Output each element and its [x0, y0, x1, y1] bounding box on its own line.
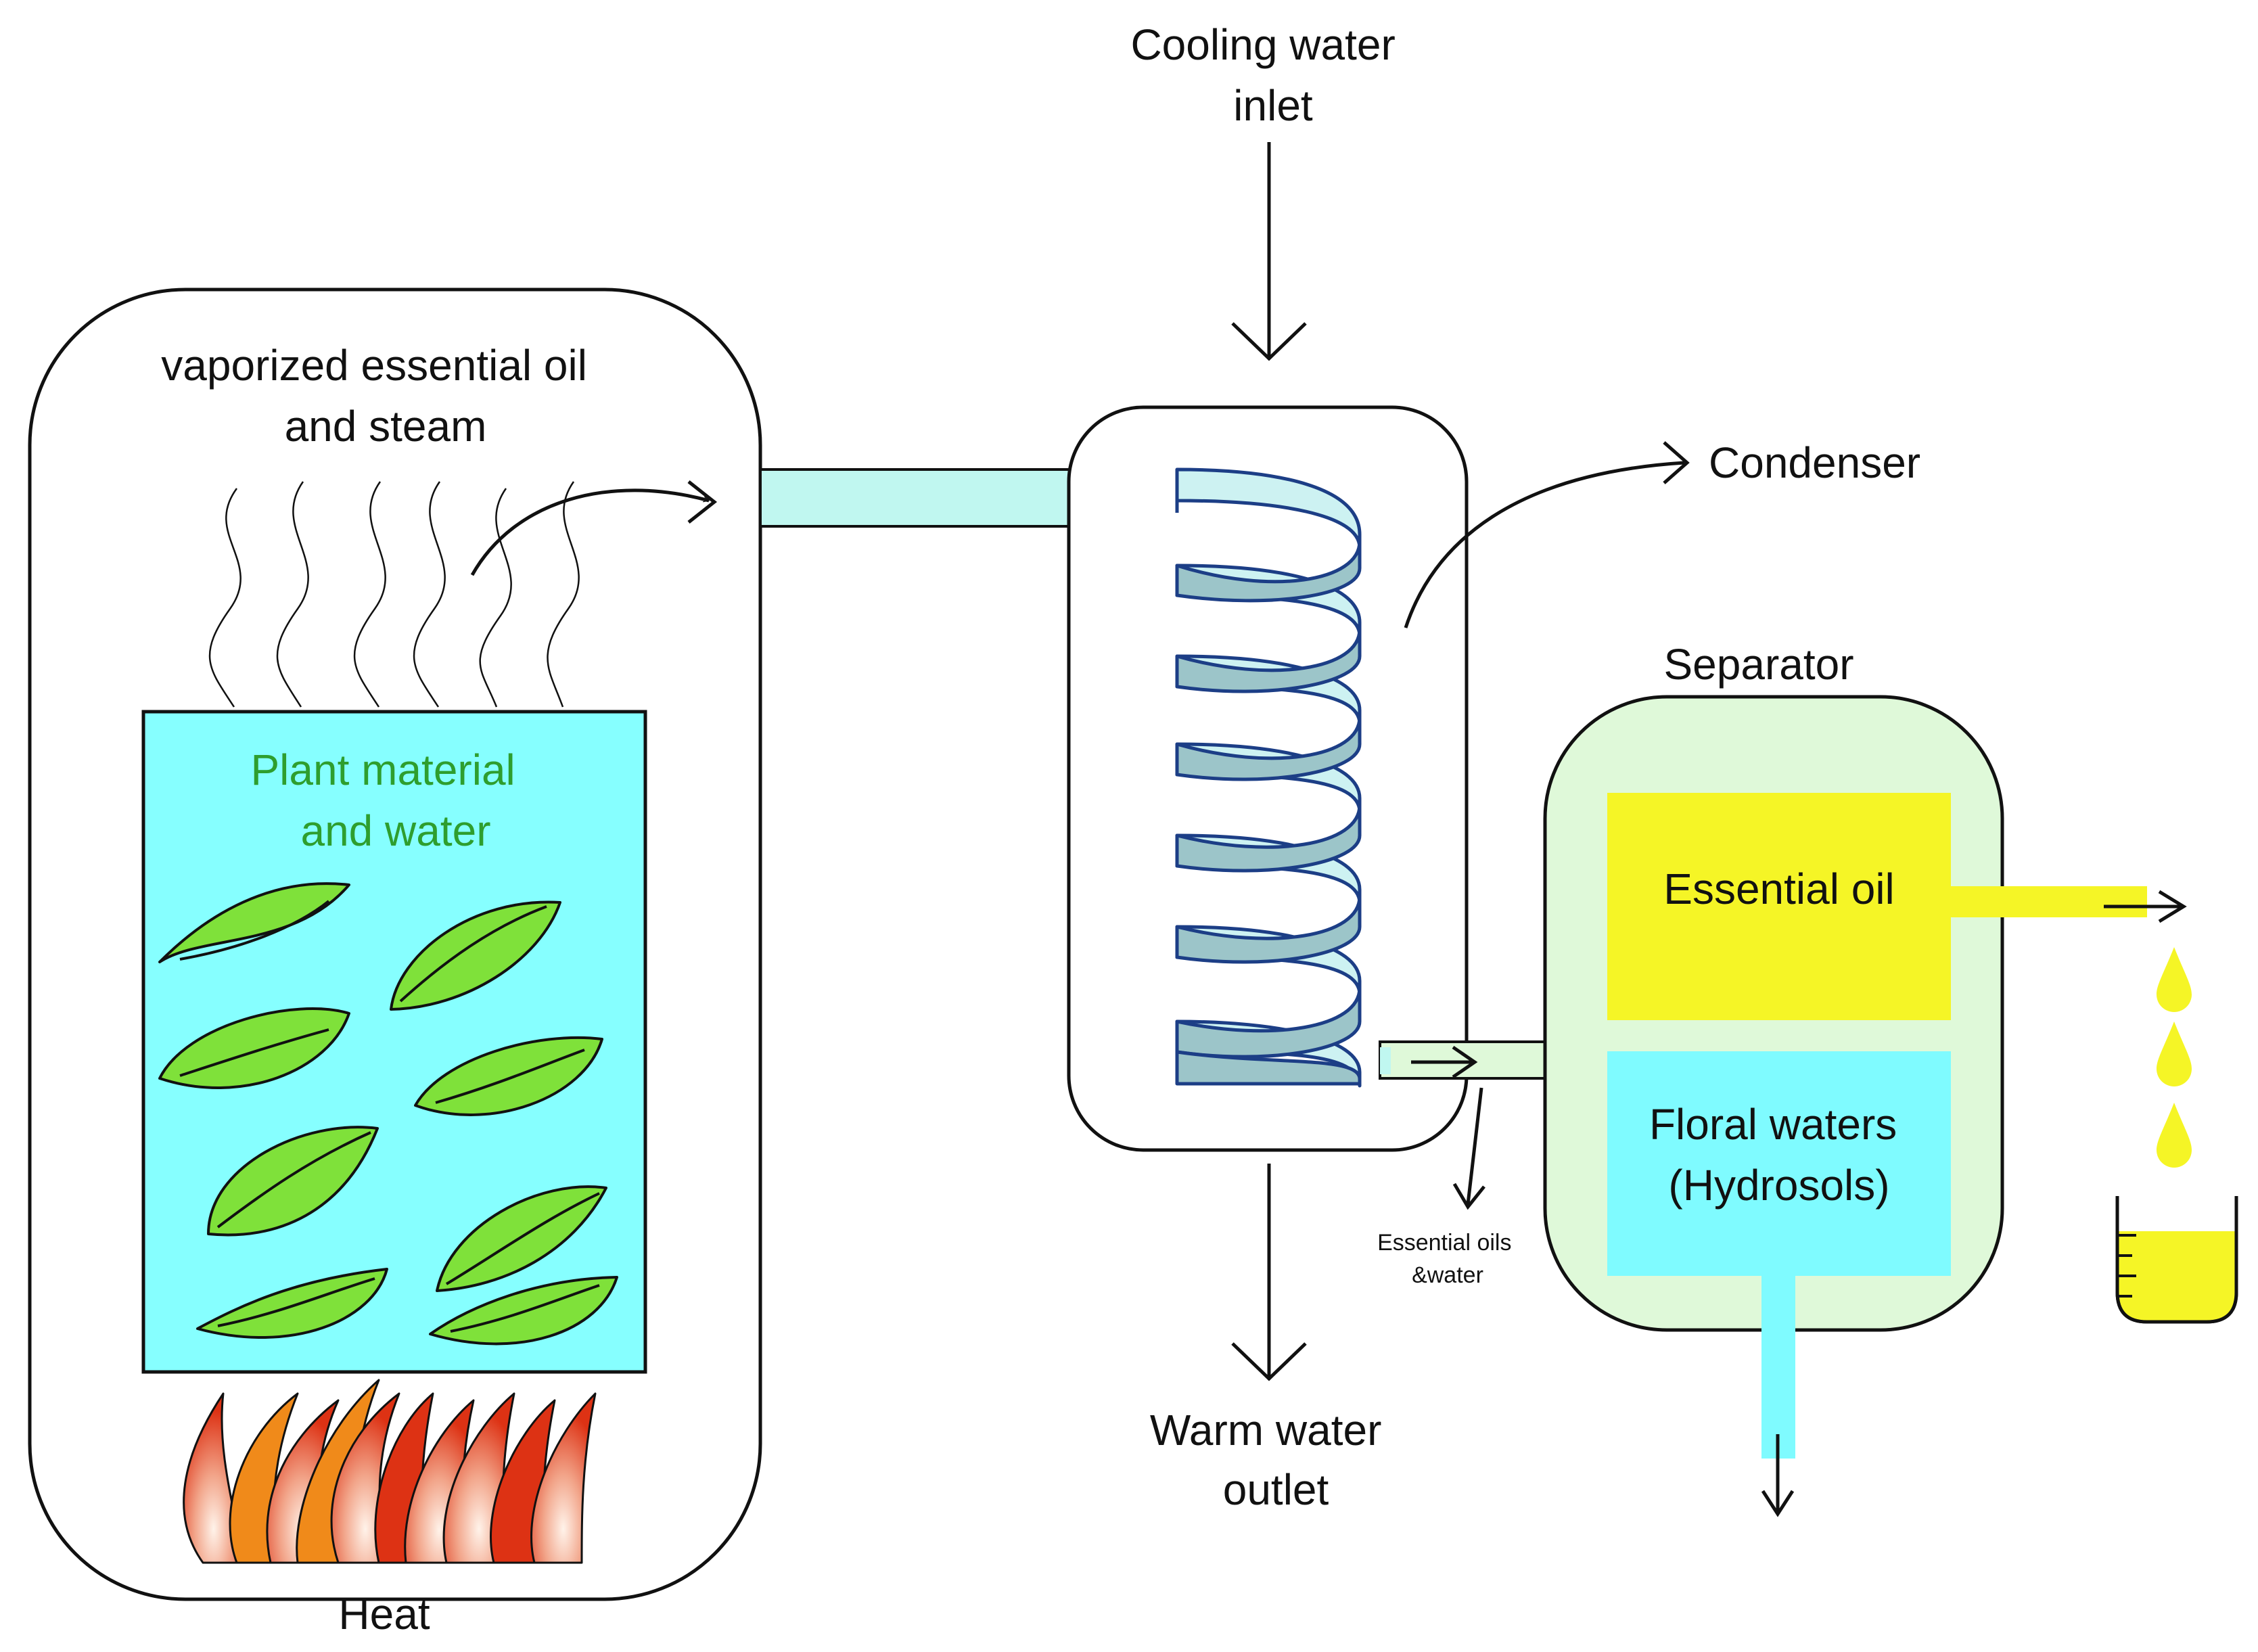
boiler-vessel: vaporized essential oil and steam Plant … — [28, 288, 762, 1638]
drop — [2157, 1022, 2192, 1086]
leaf — [390, 900, 561, 1011]
warm-outlet-label: Warm water outlet — [1150, 1406, 1393, 1514]
condensate-pipe — [1379, 1040, 1550, 1080]
separator: Separator Essential oil Floral waters (H… — [1543, 640, 2187, 1517]
drop — [2157, 947, 2192, 1012]
leaf — [158, 1007, 350, 1089]
condenser: Condenser — [1067, 405, 1920, 1152]
warm-outlet: Warm water outlet — [1150, 1164, 1393, 1514]
oil-drops — [2157, 947, 2192, 1168]
essential-oil-layer — [1607, 793, 1951, 1020]
heat-flames — [183, 1379, 597, 1564]
leaf — [196, 1268, 388, 1339]
collection-beaker — [2115, 1196, 2238, 1324]
separator-label: Separator — [1663, 640, 1853, 689]
heat-label: Heat — [338, 1590, 430, 1638]
leaf — [429, 1276, 618, 1346]
vapor-flow-arrow — [470, 488, 709, 576]
leaf — [207, 1126, 379, 1237]
leaf — [158, 882, 350, 963]
cooling-inlet: Cooling water inlet — [1130, 20, 1407, 361]
cooling-inlet-label: Cooling water inlet — [1130, 20, 1407, 130]
leaf — [414, 1036, 603, 1116]
oils-water-arrow — [1466, 1087, 1483, 1205]
condenser-label: Condenser — [1709, 438, 1920, 487]
hydrosol-layer — [1607, 1051, 1951, 1276]
hydrosol-label: Floral waters (Hydrosols) — [1649, 1100, 1909, 1210]
oils-water-label: Essential oils &water — [1377, 1230, 1518, 1288]
condenser-coil — [1175, 467, 1362, 1088]
vapor-label: vaporized essential oil and steam — [161, 341, 599, 451]
steam-lines — [208, 481, 580, 708]
plant-label: Plant material and water — [250, 745, 527, 855]
condenser-pointer-arrow — [1404, 461, 1685, 628]
hydrosol-outlet-pipe — [1761, 1276, 1795, 1459]
drop — [2157, 1103, 2192, 1168]
leaves — [158, 882, 618, 1346]
essential-oil-label: Essential oil — [1663, 865, 1895, 913]
leaf — [436, 1185, 607, 1292]
oil-outlet-pipe — [1951, 886, 2147, 917]
